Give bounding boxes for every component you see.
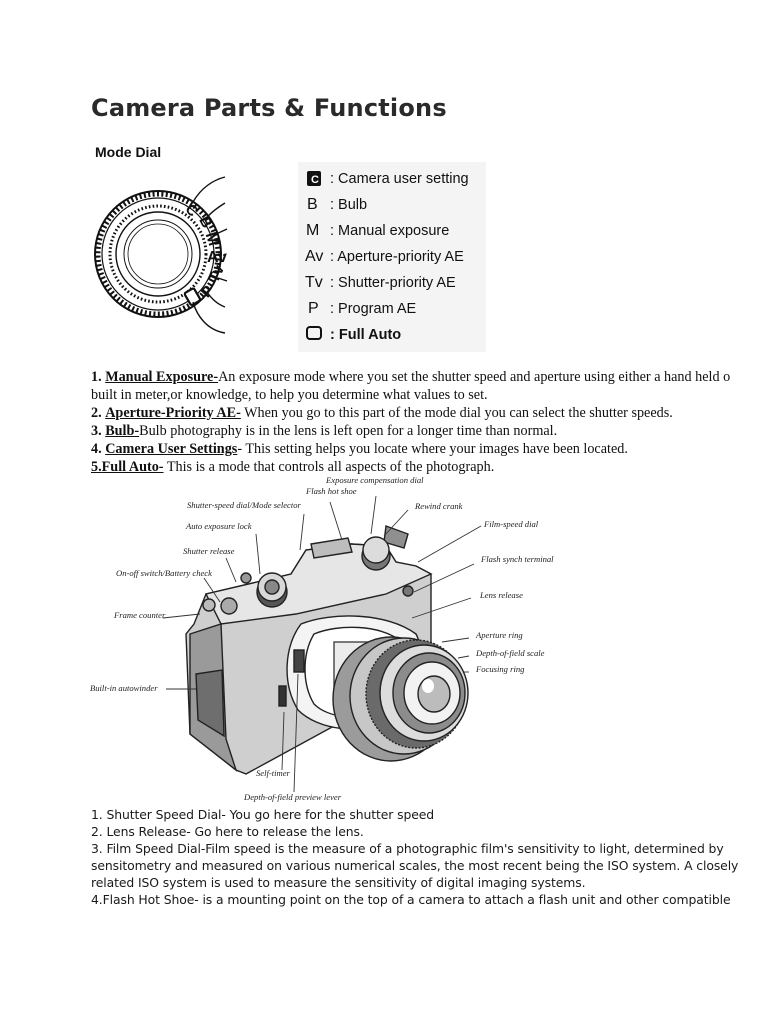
note-film-speed-dial: 3. Film Speed Dial-Film speed is the mea… [91,841,724,856]
label-lens-release: Lens release [479,590,523,600]
definition-number: 5. [91,459,102,475]
legend-symbol-c: C [311,174,319,186]
definition-continued: built in meter,or knowledge, to help you… [91,386,488,404]
definition-term: Manual Exposure- [105,369,219,385]
definition-text: An exposure mode where you set the shutt… [218,369,731,385]
label-focusing-ring: Focusing ring [475,664,525,674]
legend-label-shutter: : Shutter-priority AE [330,275,456,291]
legend-symbol-m: M [306,222,319,239]
camera-diagram: Exposure compensation dial Flash hot sho… [90,475,554,802]
note-film-speed-continued: sensitometry and measured on various num… [91,858,739,873]
label-exposure-compensation-dial: Exposure compensation dial [325,475,424,485]
definition-number: 4. [91,441,102,457]
definition-number: 1. [91,369,102,385]
page-title: Camera Parts & Functions [91,94,447,122]
label-frame-counter: Frame counter [113,610,166,620]
legend-symbol-p: P [308,300,319,317]
definition-full-auto: 5.Full Auto- This is a mode that control… [91,458,494,476]
legend-label-program: : Program AE [330,301,417,317]
definition-text: When you go to this part of the mode dia… [240,405,673,421]
legend-label-camera-user: : Camera user setting [330,171,469,187]
definition-text: Bulb photography is in the lens is left … [139,423,558,439]
definition-text: - This setting helps you locate where yo… [237,441,628,457]
definition-term: Bulb- [105,423,140,439]
mode-dial-icon [94,190,222,318]
mode-dial-heading: Mode Dial [95,144,161,160]
dial-glyph-av: Av [207,249,227,266]
definition-term: Aperture-Priority AE- [105,405,241,421]
definition-aperture-priority: 2. Aperture-Priority AE- When you go to … [91,404,673,422]
label-shutter-speed-dial: Shutter-speed dial/Mode selector [187,500,302,510]
legend-label-manual: : Manual exposure [330,223,449,239]
note-flash-hot-shoe: 4.Flash Hot Shoe- is a mounting point on… [91,892,731,907]
dial-glyph-m: M [202,230,222,248]
legend-square-icon [306,326,322,340]
label-self-timer: Self-timer [256,768,291,778]
label-aperture-ring: Aperture ring [475,630,523,640]
lens-illustration [332,636,469,762]
label-flash-hot-shoe: Flash hot shoe [305,486,357,496]
definition-text: built in meter,or knowledge, to help you… [91,387,488,403]
legend-symbol-av: Av [305,248,323,265]
mode-dial-figure: Mode Dial C B M Av Tv P C B M Av Tv P [94,144,486,352]
definition-bulb: 3. Bulb-Bulb photography is in the lens … [91,422,557,440]
label-film-speed-dial: Film-speed dial [483,519,539,529]
definition-term: Full Auto- [101,459,164,475]
label-rewind-crank: Rewind crank [414,501,463,511]
label-built-in-autowinder: Built-in autowinder [90,683,158,693]
legend-label-bulb: : Bulb [330,197,367,213]
definition-number: 2. [91,405,102,421]
label-on-off-switch: On-off switch/Battery check [116,568,212,578]
definition-manual-exposure: 1. Manual Exposure-An exposure mode wher… [91,368,730,386]
label-depth-of-field-scale: Depth-of-field scale [475,648,545,658]
label-shutter-release: Shutter release [183,546,235,556]
definition-text: This is a mode that controls all aspects… [163,459,495,475]
label-auto-exposure-lock: Auto exposure lock [185,521,252,531]
legend-symbol-tv: Tv [305,274,323,291]
legend-symbol-b: B [307,196,318,213]
note-film-speed-continued-2: related ISO system is used to measure th… [91,875,586,890]
legend-label-aperture: : Aperture-priority AE [330,249,464,265]
definition-camera-user-settings: 4. Camera User Settings- This setting he… [91,440,628,458]
label-flash-synch-terminal: Flash synch terminal [480,554,554,564]
definition-term: Camera User Settings [105,441,238,457]
label-dof-preview-lever: Depth-of-field preview lever [243,792,342,802]
dial-square-icon [183,287,202,306]
note-lens-release: 2. Lens Release- Go here to release the … [91,824,364,839]
legend-label-full-auto: : Full Auto [330,327,401,343]
note-shutter-speed-dial: 1. Shutter Speed Dial- You go here for t… [91,807,435,822]
definition-number: 3. [91,423,102,439]
